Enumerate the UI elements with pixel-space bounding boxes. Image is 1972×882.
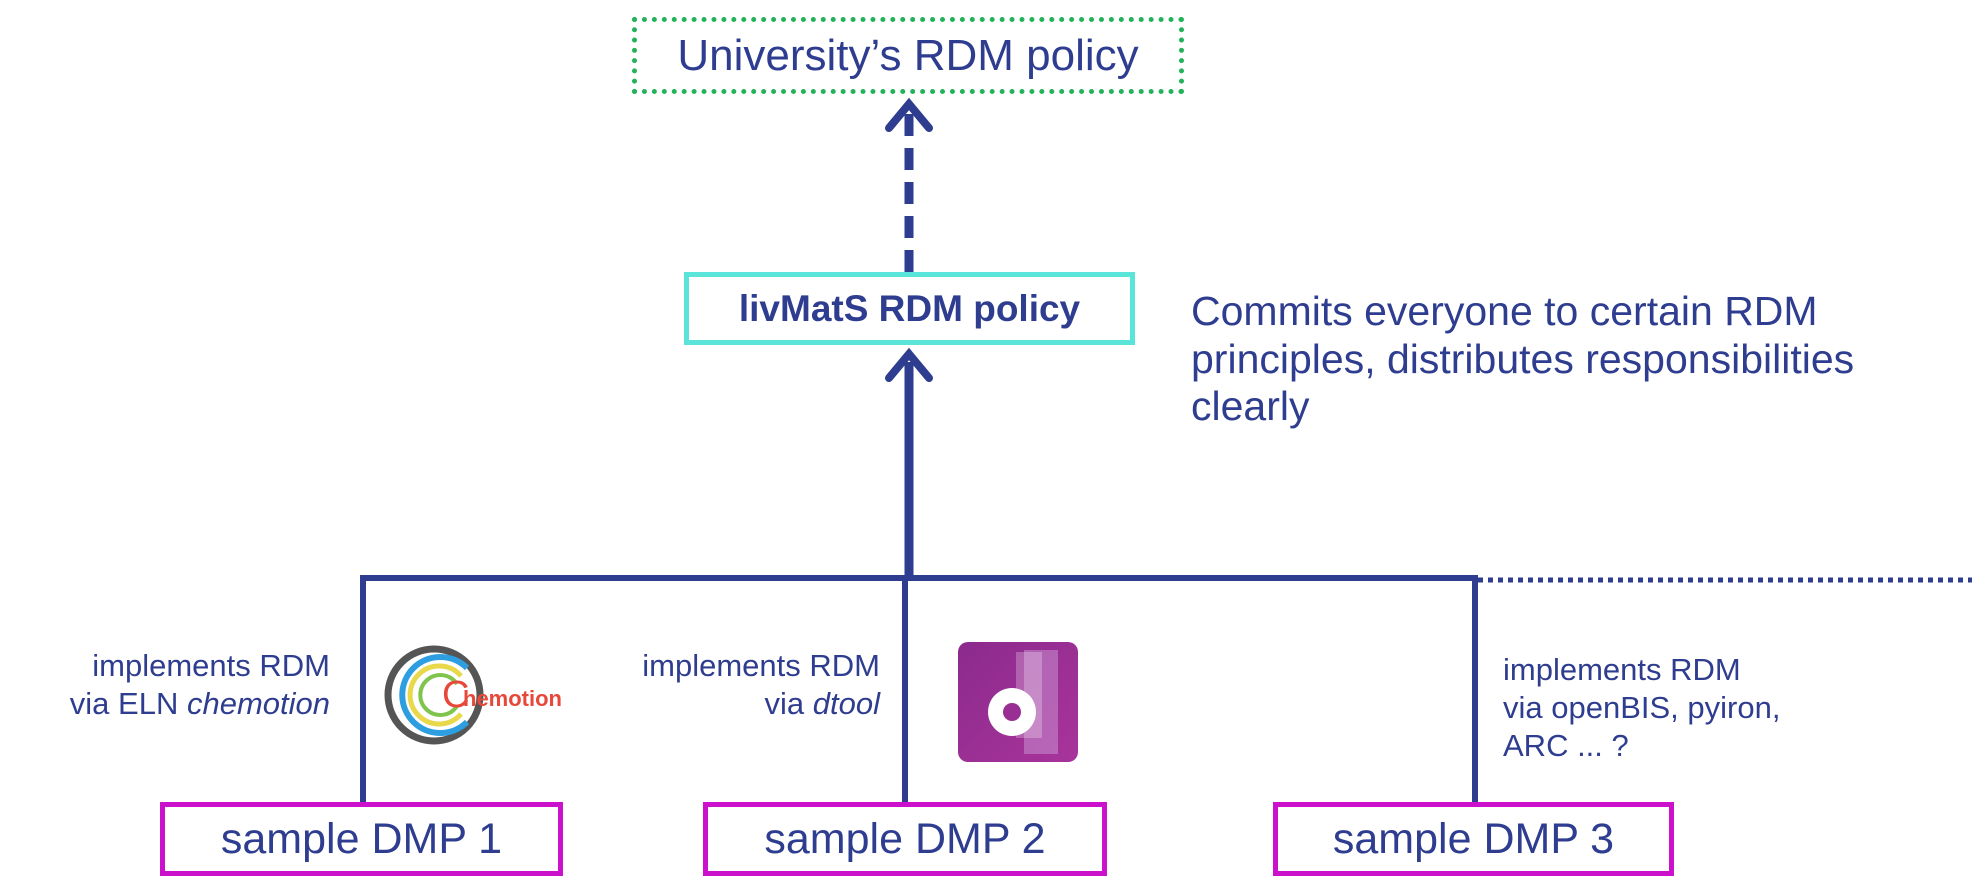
description-line-1: Commits everyone to certain RDM [1191,288,1818,334]
university-policy-box: University’s RDM policy [632,17,1184,94]
impl1-line-2: via ELN chemotion [69,685,330,721]
implementation-note-3: implements RDM via openBIS, pyiron, ARC … [1503,651,1780,764]
branch-bar [360,575,1478,802]
impl2-line-1: implements RDM [642,648,880,683]
impl3-line-2: via openBIS, pyiron, [1503,689,1781,725]
impl2-line-2: via dtool [764,685,880,721]
implementation-note-1: implements RDM via ELN chemotion [70,647,330,723]
chemotion-logo: C hemotion [379,640,562,750]
description-line-2: principles, distributes responsibilities [1191,335,1855,382]
sample-dmp-3-box: sample DMP 3 [1273,802,1674,876]
chemotion-rings-icon [384,645,484,745]
sample-dmp-2-label: sample DMP 2 [764,814,1046,863]
chemotion-logo-initial: C [442,674,470,716]
university-policy-label: University’s RDM policy [677,30,1139,80]
solid-arrow-head [885,347,933,382]
sample-dmp-2-box: sample DMP 2 [703,802,1107,876]
impl1-line-1: implements RDM [92,648,330,683]
livmats-policy-label: livMatS RDM policy [738,287,1081,329]
dashed-arrow-head [885,97,933,132]
livmats-policy-description: Commits everyone to certain RDM principl… [1191,288,1972,431]
implementation-note-2: implements RDM via dtool [642,647,880,723]
sample-dmp-3-label: sample DMP 3 [1332,814,1615,863]
dtool-logo-icon [958,642,1078,762]
livmats-policy-box: livMatS RDM policy [684,272,1135,345]
description-line-3: clearly [1191,383,1310,430]
chemotion-logo-text: hemotion [463,686,562,711]
sample-dmp-1-label: sample DMP 1 [220,814,503,863]
sample-dmp-1-box: sample DMP 1 [160,802,563,876]
impl3-line-3: ARC ... ? [1503,727,1629,763]
impl3-line-1: implements RDM [1503,652,1741,687]
